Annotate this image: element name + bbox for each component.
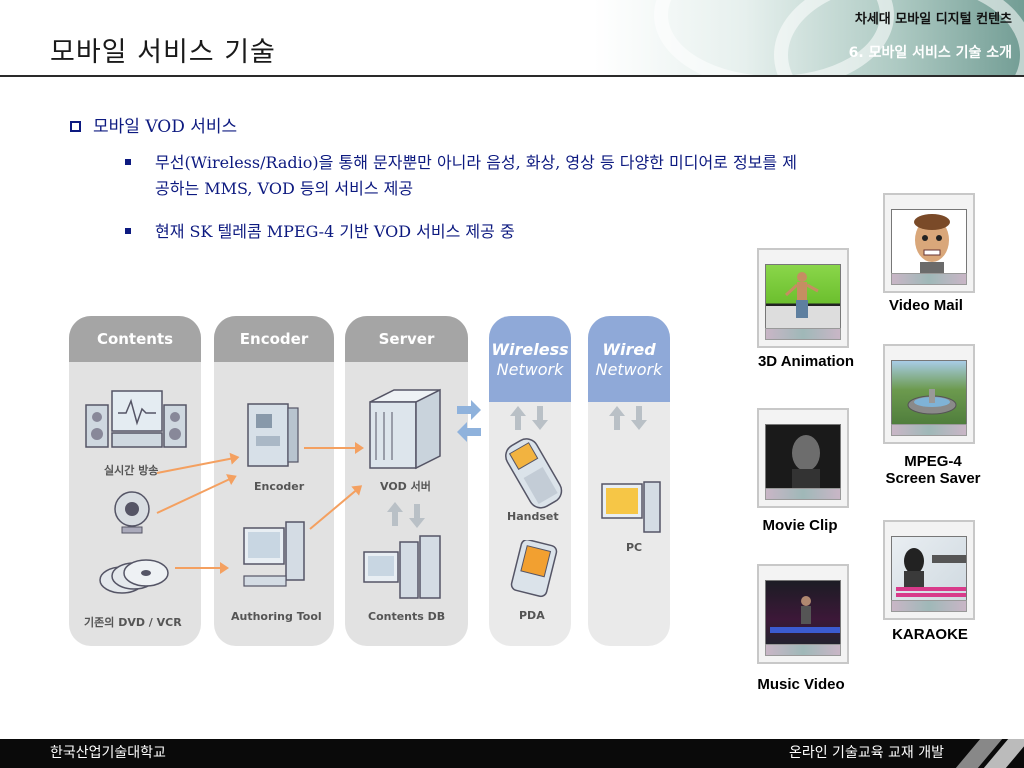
authoring-pc-icon <box>243 521 305 587</box>
column-header-line1: Wired <box>602 340 656 359</box>
sub-bullet-1: 무선(Wireless/Radio)을 통해 문자뿐만 아니라 음성, 화상, … <box>125 150 975 202</box>
column-header-line1: Wireless <box>491 340 569 359</box>
phone-screen <box>765 264 841 330</box>
phone-status-bar <box>890 199 968 207</box>
encoder-label: Encoder <box>254 480 305 493</box>
header-divider <box>0 75 1024 77</box>
wired-network-column: Wired Network <box>588 316 670 646</box>
square-bullet-icon <box>125 228 131 234</box>
footer-course: 온라인 기술교육 교재 개발 <box>788 745 944 761</box>
phone-status-bar <box>764 254 842 262</box>
up-down-arrows-icon <box>609 406 647 430</box>
mpeg4-label-line1: MPEG-4 <box>904 453 962 470</box>
phone-screen <box>891 536 967 602</box>
sub-bullet-2: 현재 SK 텔레콤 MPEG-4 기반 VOD 서비스 제공 중 <box>125 219 725 245</box>
sub-bullet-text: 현재 SK 텔레콤 MPEG-4 기반 VOD 서비스 제공 중 <box>155 222 515 241</box>
main-bullet-text: 모바일 VOD 서비스 <box>93 117 238 137</box>
pda-label: PDA <box>519 609 545 622</box>
phone-music-video <box>757 564 849 664</box>
column-header: Server <box>345 316 468 362</box>
phone-controls <box>765 328 841 340</box>
column-header-line2: Network <box>595 360 663 379</box>
phone-screen <box>765 424 841 490</box>
3d-animation-label: 3D Animation <box>757 353 855 370</box>
movie-still-image <box>792 435 820 489</box>
square-bullet-icon <box>125 159 131 165</box>
phone-status-bar <box>890 526 968 534</box>
sub-bullet-text-continued: 공하는 MMS, VOD 등의 서비스 제공 <box>155 179 414 198</box>
contents-db-icon <box>363 535 441 599</box>
phone-karaoke <box>883 520 975 620</box>
slide-title: 모바일 서비스 기술 <box>50 37 276 68</box>
live-broadcast-label: 실시간 방송 <box>104 464 159 477</box>
column-header-line2: Network <box>496 360 564 379</box>
flow-arrow <box>175 562 229 574</box>
vod-server-icon <box>369 388 441 470</box>
column-header: Wired Network <box>588 316 670 402</box>
column-header: Encoder <box>214 316 334 362</box>
column-header: Contents <box>69 316 201 362</box>
handset-icon <box>505 438 563 509</box>
checkbox-bullet-icon <box>70 121 81 132</box>
encoder-card-icon <box>247 403 299 467</box>
up-down-arrows-icon <box>387 502 425 528</box>
movie-clip-label: Movie Clip <box>762 517 838 534</box>
sub-bullet-text: 무선(Wireless/Radio)을 통해 문자뿐만 아니라 음성, 화상, … <box>155 153 797 172</box>
broadcast-system-icon <box>85 390 187 448</box>
section-title: 6. 모바일 서비스 기술 소개 <box>848 45 1012 61</box>
phone-mpeg4-screen-saver <box>883 344 975 444</box>
phone-screen <box>765 580 841 646</box>
pc-icon <box>601 481 661 533</box>
column-header: Wireless Network <box>489 316 571 402</box>
phone-controls <box>765 644 841 656</box>
phone-controls <box>891 273 967 285</box>
phone-status-bar <box>764 414 842 422</box>
server-network-arrows-icon <box>457 400 481 442</box>
phone-3d-animation <box>757 248 849 348</box>
video-mail-label: Video Mail <box>889 297 963 314</box>
phone-screen <box>891 209 967 275</box>
contents-column: Contents <box>69 316 201 646</box>
music-video-label: Music Video <box>757 676 845 693</box>
authoring-tool-label: Authoring Tool <box>231 610 322 623</box>
phone-movie-clip <box>757 408 849 508</box>
encoder-column: Encoder <box>214 316 334 646</box>
phone-video-mail <box>883 193 975 293</box>
flow-arrow <box>304 442 364 454</box>
contents-db-label: Contents DB <box>368 610 446 623</box>
concert-image <box>770 596 840 633</box>
phone-status-bar <box>764 570 842 578</box>
phone-controls <box>891 424 967 436</box>
mpeg4-label-line2: Screen Saver <box>885 470 981 487</box>
dvd-vcr-label: 기존의 DVD / VCR <box>84 616 182 629</box>
handset-label: Handset <box>507 510 559 523</box>
phone-controls <box>765 488 841 500</box>
main-bullet: 모바일 VOD 서비스 <box>70 112 237 137</box>
mpeg4-screen-saver-label: MPEG-4 Screen Saver <box>876 453 990 487</box>
karaoke-label: KARAOKE <box>892 626 968 643</box>
phone-controls <box>891 600 967 612</box>
course-title: 차세대 모바일 디지털 컨텐츠 <box>854 12 1012 27</box>
footer-bar <box>0 739 1024 768</box>
phone-screen <box>891 360 967 426</box>
karaoke-video-image <box>896 548 966 597</box>
cartoon-face-image <box>914 214 950 274</box>
pc-label: PC <box>626 541 643 554</box>
fountain-scene-image <box>907 389 957 415</box>
phone-status-bar <box>890 350 968 358</box>
vod-server-label: VOD 서버 <box>380 480 431 493</box>
footer-university: 한국산업기술대학교 <box>50 745 166 761</box>
up-down-arrows-icon <box>510 406 548 430</box>
dancer-image <box>784 272 819 318</box>
webcam-icon <box>114 491 150 534</box>
pda-icon <box>510 540 558 598</box>
dvd-discs-icon <box>99 559 169 594</box>
